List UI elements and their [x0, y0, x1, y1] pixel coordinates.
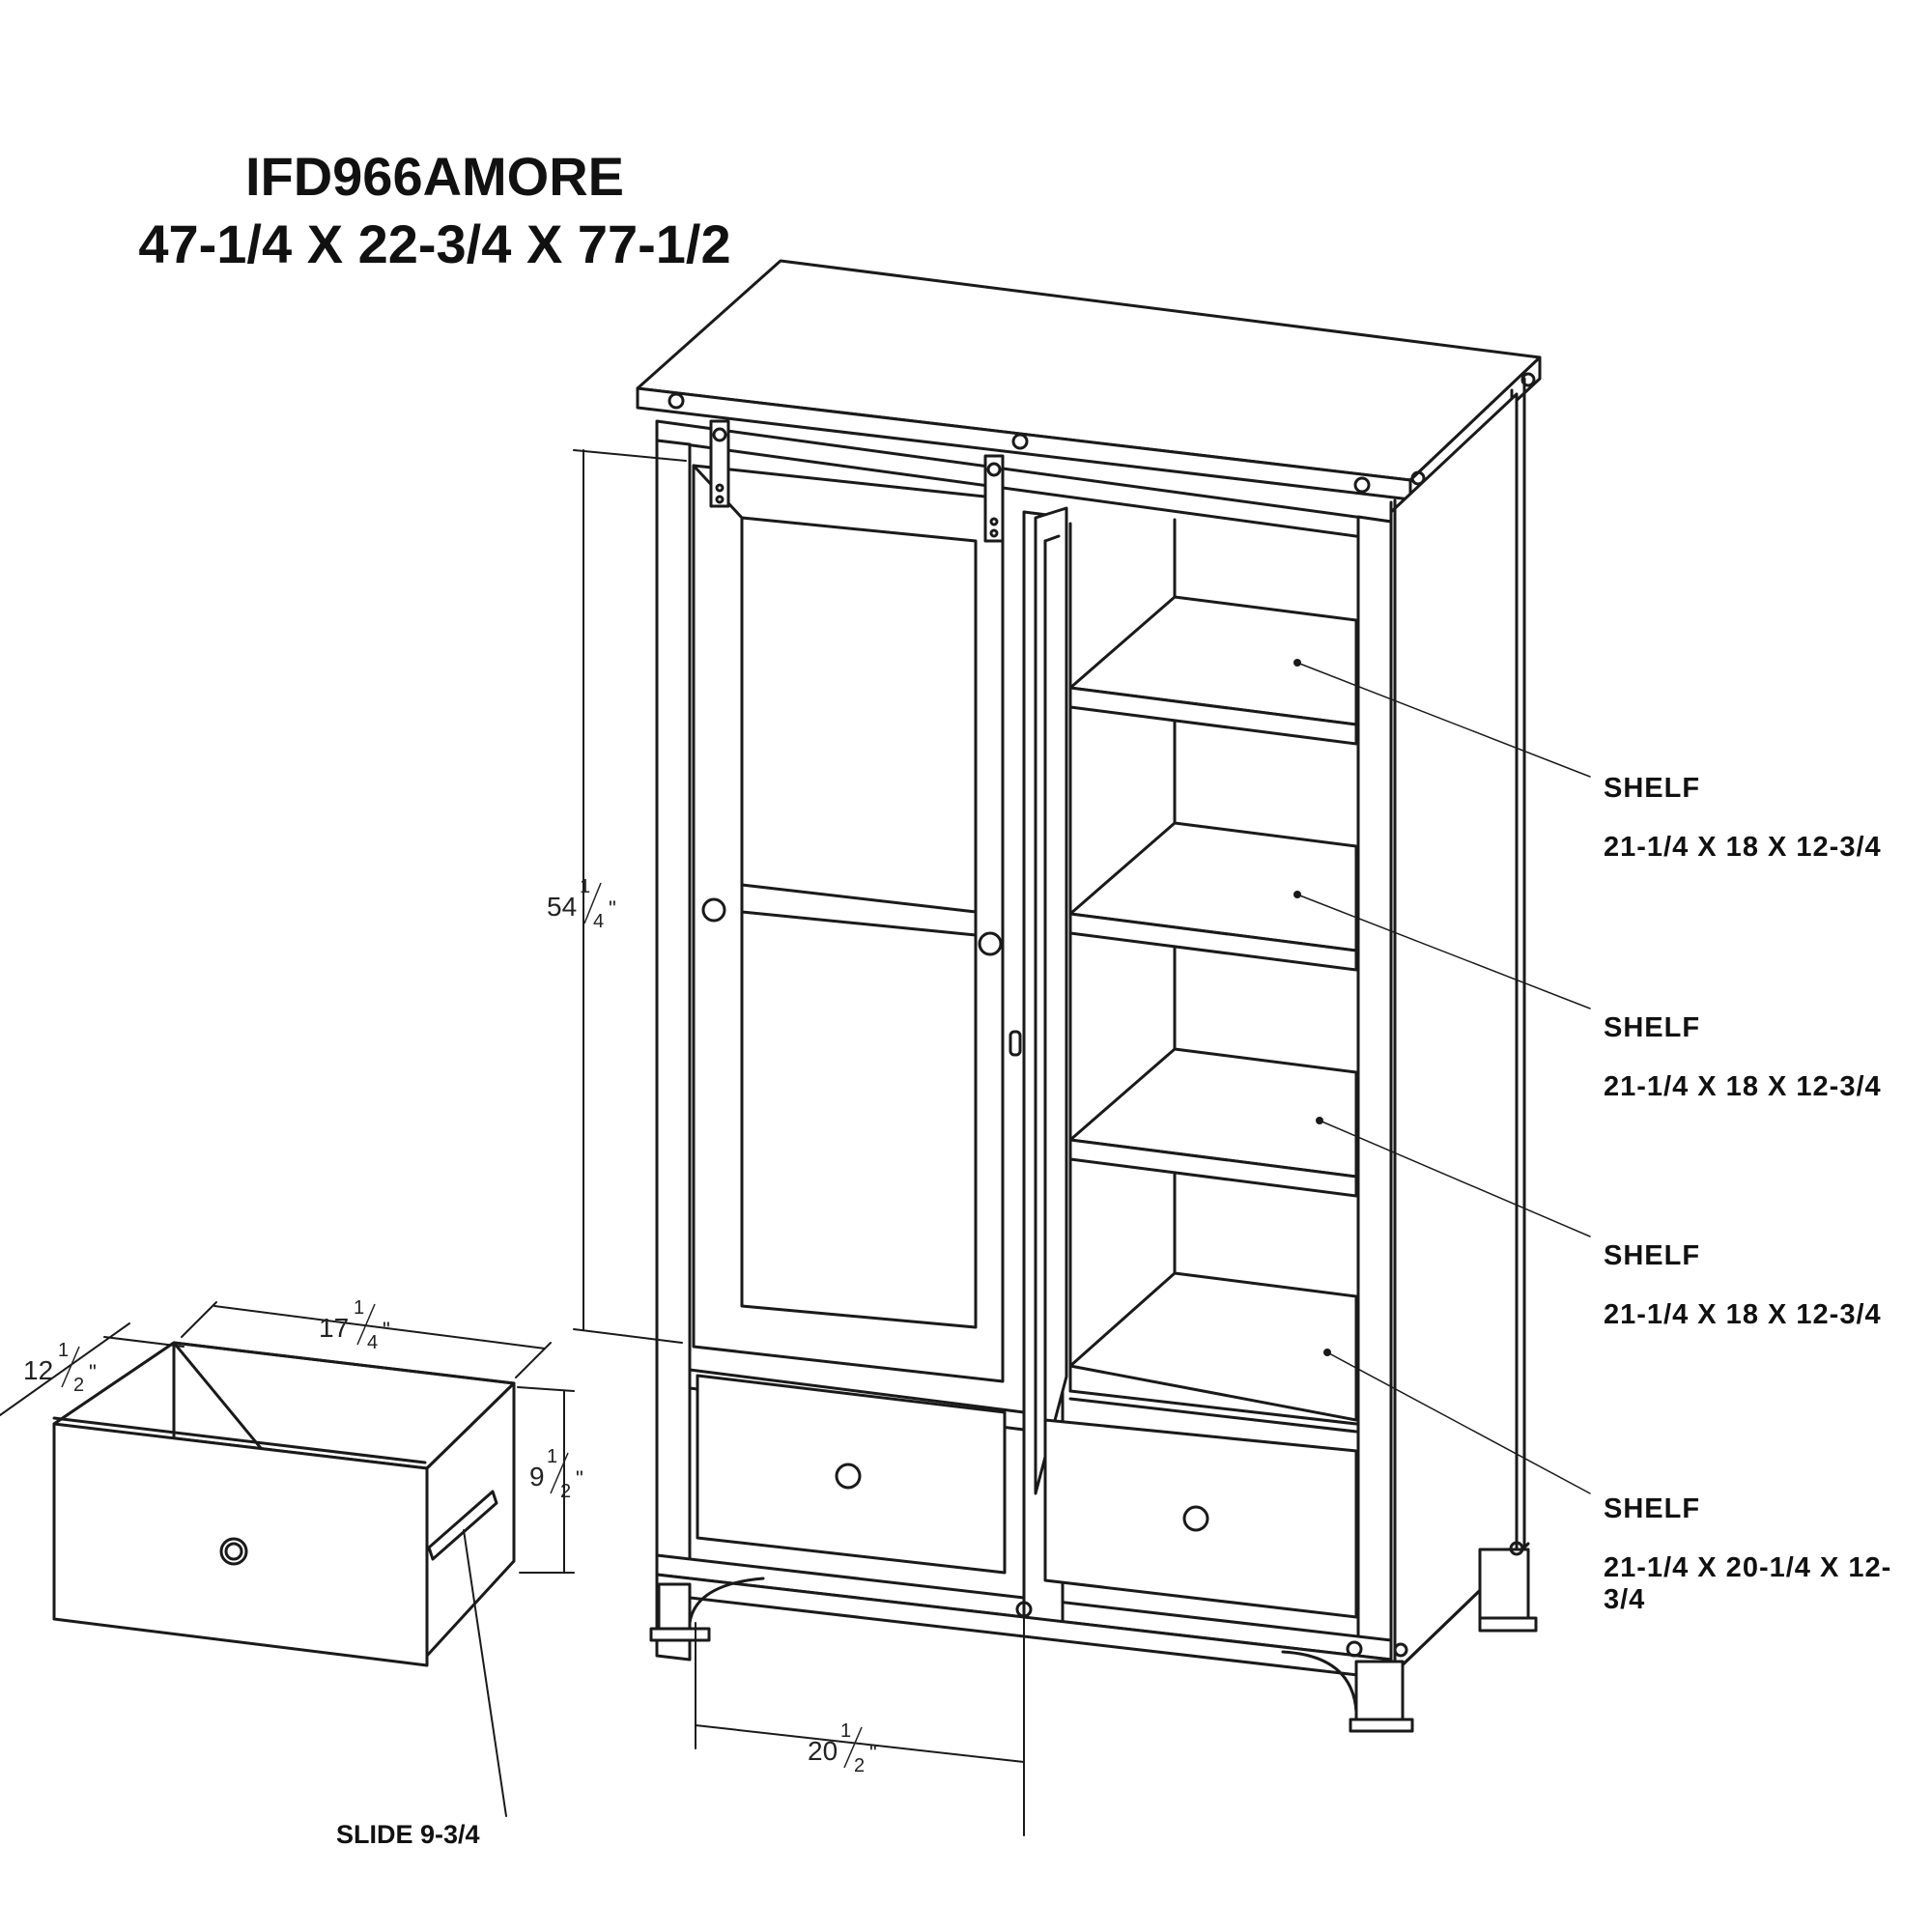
svg-text:17: 17 — [319, 1313, 349, 1343]
svg-text:1: 1 — [58, 1340, 69, 1361]
svg-text:12: 12 — [23, 1355, 53, 1385]
cabinet-side — [1389, 377, 1538, 1678]
drawer-height-dim-label: 9 1 2 " — [529, 1446, 583, 1502]
svg-text:": " — [383, 1318, 390, 1342]
svg-text:2: 2 — [560, 1481, 571, 1502]
leader-lines — [1296, 662, 1591, 1494]
svg-text:9: 9 — [529, 1462, 545, 1492]
drawer-width-dim-label: 17 1 4 " — [319, 1297, 390, 1353]
svg-text:1: 1 — [580, 876, 590, 897]
shelf-label: SHELF — [1604, 773, 1701, 804]
svg-text:": " — [576, 1466, 583, 1491]
svg-text:4: 4 — [593, 911, 604, 932]
shelf-callout-4: SHELF 21-1/4 X 20-1/4 X 12-3/4 — [1604, 1493, 1932, 1616]
svg-text:": " — [869, 1741, 877, 1765]
door-knob — [701, 897, 726, 923]
overall-dimensions: 47-1/4 X 22-3/4 X 77-1/2 — [138, 213, 731, 274]
shelf-label: SHELF — [1604, 1012, 1701, 1043]
dimension-lines — [0, 449, 1025, 1836]
shelf-label: SHELF — [1604, 1240, 1701, 1271]
svg-text:": " — [609, 896, 616, 921]
svg-text:2: 2 — [854, 1755, 865, 1776]
cabinet-top — [636, 259, 1542, 501]
svg-text:4: 4 — [367, 1332, 378, 1353]
shelf-label: SHELF — [1604, 1493, 1701, 1524]
svg-text:20: 20 — [808, 1736, 838, 1766]
open-door[interactable] — [1009, 506, 1068, 1495]
svg-text:54: 54 — [547, 892, 577, 922]
shelf-callout-2: SHELF 21-1/4 X 18 X 12-3/4 — [1604, 1012, 1882, 1103]
shelf-dims: 21-1/4 X 18 X 12-3/4 — [1604, 1071, 1882, 1102]
lower-drawers[interactable] — [696, 1374, 1358, 1619]
sliding-door[interactable] — [692, 419, 1005, 1383]
shelf-callout-1: SHELF 21-1/4 X 18 X 12-3/4 — [1604, 773, 1882, 864]
width-dim-label: 20 1 2 " — [808, 1720, 877, 1776]
svg-text:1: 1 — [547, 1446, 557, 1467]
svg-text:1: 1 — [354, 1297, 364, 1319]
drawer-detail — [52, 1341, 516, 1817]
slide-label: SLIDE 9-3/4 — [336, 1820, 480, 1849]
svg-text:1: 1 — [840, 1720, 851, 1742]
drawer-depth-dim-label: 12 1 2 " — [23, 1340, 97, 1396]
height-dim-label: 54 1 4 " — [547, 876, 616, 932]
svg-text:2: 2 — [73, 1375, 84, 1396]
shelf-callout-3: SHELF 21-1/4 X 18 X 12-3/4 — [1604, 1240, 1882, 1331]
shelf-dims: 21-1/4 X 18 X 12-3/4 — [1604, 832, 1882, 863]
shelf-compartment — [1068, 518, 1358, 1434]
shelf-dims: 21-1/4 X 18 X 12-3/4 — [1604, 1299, 1882, 1330]
svg-text:": " — [89, 1360, 97, 1384]
shelf-dims: 21-1/4 X 20-1/4 X 12-3/4 — [1604, 1552, 1892, 1615]
model-number: IFD966AMORE — [244, 146, 625, 207]
